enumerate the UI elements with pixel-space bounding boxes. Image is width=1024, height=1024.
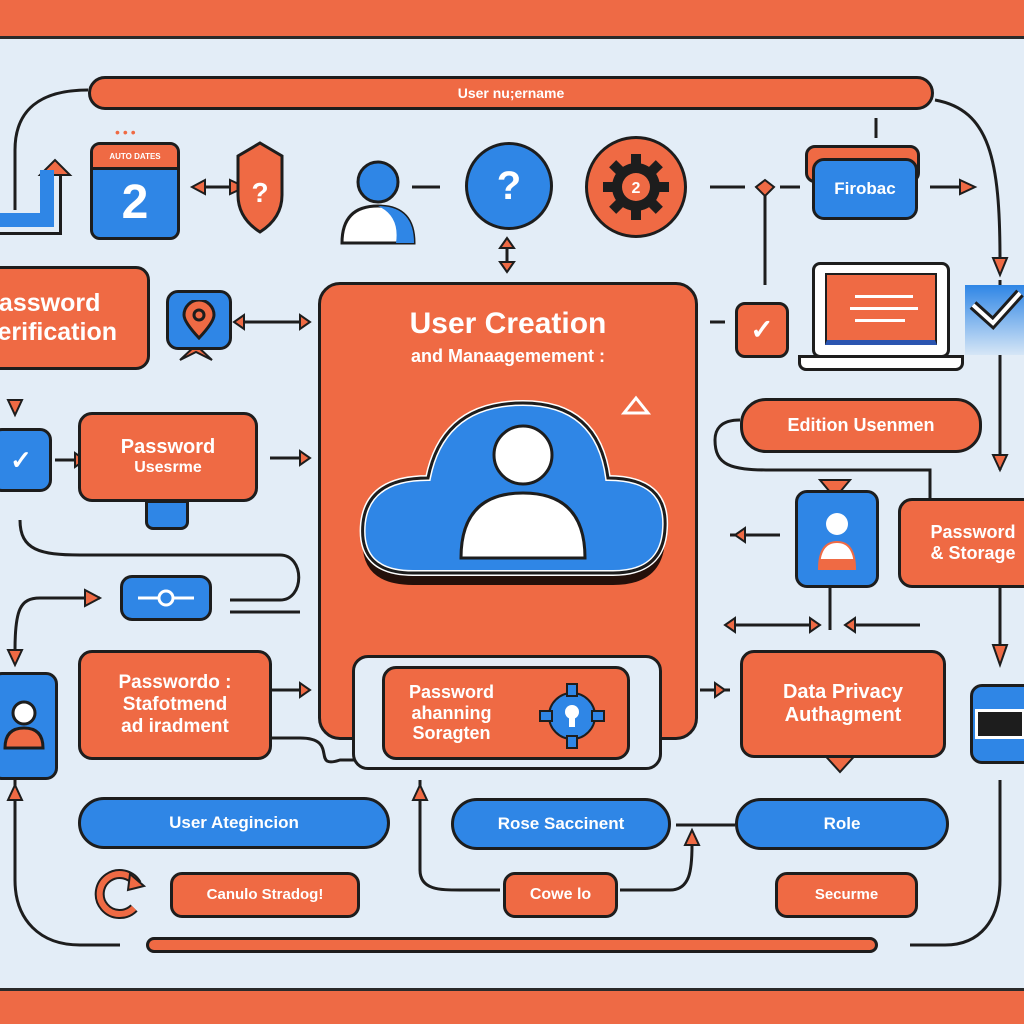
help-circle-icon[interactable]: ? bbox=[465, 142, 553, 230]
svg-text:2: 2 bbox=[632, 180, 641, 197]
gear-icon: 2 bbox=[603, 154, 669, 220]
warning-triangle-icon bbox=[621, 395, 651, 415]
check-badge[interactable]: ✓ bbox=[735, 302, 789, 358]
help-glyph: ? bbox=[496, 163, 522, 208]
password-ahanning-line1: Password bbox=[409, 681, 495, 702]
password-statement-line3: ad iradment bbox=[121, 715, 229, 737]
user-avatar-icon bbox=[3, 700, 45, 750]
securme-label: Securme bbox=[814, 886, 879, 904]
data-privacy-box[interactable]: Data Privacy Authagment bbox=[740, 650, 946, 758]
checkmark-ribbon-icon bbox=[965, 285, 1024, 355]
cowe-lo-label: Cowe lo bbox=[529, 885, 592, 903]
data-privacy-line1: Data Privacy bbox=[782, 681, 904, 703]
return-arrow-shape bbox=[0, 170, 62, 235]
calendar-day: 2 bbox=[121, 176, 149, 229]
laptop-icon[interactable] bbox=[812, 262, 950, 358]
firebase-box[interactable]: Firobac bbox=[812, 158, 918, 220]
user-avatar-icon bbox=[817, 513, 857, 570]
password-statement-box[interactable]: Passwordo : Stafotmend ad iradment bbox=[78, 650, 272, 760]
shield-icon[interactable]: ? bbox=[235, 140, 285, 235]
checkmark-tile[interactable]: ✓ bbox=[0, 428, 52, 492]
more-dots-icon: ••• bbox=[115, 124, 139, 140]
user-ategincion-label: User Ategincion bbox=[169, 813, 299, 832]
user-card-icon[interactable] bbox=[795, 490, 879, 588]
password-username-box[interactable]: Password Usesrme bbox=[78, 412, 258, 502]
canulo-stradog-label: Canulo Stradog! bbox=[206, 886, 324, 904]
central-panel-title: User Creation bbox=[409, 307, 607, 340]
refresh-icon[interactable] bbox=[92, 866, 148, 922]
data-privacy-line2: Authagment bbox=[784, 704, 902, 726]
firebase-label: Firobac bbox=[834, 179, 896, 198]
password-storage-box[interactable]: Password & Storage bbox=[898, 498, 1024, 588]
chevron-check-icon: ✓ bbox=[750, 313, 774, 345]
password-username-line1: Password bbox=[120, 436, 216, 459]
gear-badge-icon[interactable]: 2 bbox=[585, 136, 687, 238]
password-ahanning-line2: ahanning bbox=[411, 702, 492, 723]
edition-username-button[interactable]: Edition Usenmen bbox=[740, 398, 982, 453]
password-statement-line2: Stafotmend bbox=[122, 694, 228, 716]
user-ategincion-button[interactable]: User Ategincion bbox=[78, 797, 390, 849]
location-pin-icon[interactable] bbox=[166, 290, 232, 350]
calendar-widget[interactable]: AUTO DATES 2 bbox=[90, 142, 180, 240]
laptop-base bbox=[798, 355, 964, 371]
toggle-slider[interactable] bbox=[120, 575, 212, 621]
checkmark-icon: ✓ bbox=[10, 444, 32, 475]
cowe-lo-button[interactable]: Cowe lo bbox=[503, 872, 618, 918]
password-ahanning-box[interactable]: Password ahanning Soragten bbox=[382, 666, 630, 760]
connector-tab bbox=[145, 500, 189, 530]
edition-username-label: Edition Usenmen bbox=[787, 415, 935, 436]
gear-key-icon bbox=[539, 683, 605, 749]
role-button[interactable]: Role bbox=[735, 798, 949, 850]
securme-button[interactable]: Securme bbox=[775, 872, 918, 918]
password-ahanning-line3: Soragten bbox=[412, 723, 491, 744]
central-panel-subtitle: and Manaagemement : bbox=[410, 345, 606, 366]
slider-knob-icon bbox=[138, 589, 194, 607]
bottom-progress-bar bbox=[146, 937, 878, 953]
password-verification-line1: Password bbox=[0, 289, 101, 318]
password-username-line2: Usesrme bbox=[134, 459, 202, 477]
cloud-user-icon[interactable] bbox=[353, 383, 673, 593]
user-username-label: User nu;ername bbox=[457, 84, 565, 101]
rose-saccinent-label: Rose Saccinent bbox=[497, 814, 625, 833]
password-verification-line2: Verification bbox=[0, 318, 117, 346]
user-username-bar[interactable]: User nu;ername bbox=[88, 76, 934, 110]
user-icon[interactable] bbox=[338, 158, 418, 246]
password-verification-box[interactable]: Password Verification bbox=[0, 266, 150, 370]
user-profile-tile[interactable] bbox=[0, 672, 58, 780]
inbox-tray-icon[interactable] bbox=[970, 684, 1024, 764]
calendar-header: AUTO DATES bbox=[93, 145, 177, 170]
canulo-stradog-button[interactable]: Canulo Stradog! bbox=[170, 872, 360, 918]
rose-saccinent-button[interactable]: Rose Saccinent bbox=[451, 798, 671, 850]
password-storage-line2: & Storage bbox=[930, 543, 1016, 563]
role-label: Role bbox=[823, 814, 861, 833]
password-statement-line1: Passwordo : bbox=[118, 672, 232, 694]
svg-text:?: ? bbox=[251, 177, 268, 208]
password-storage-line1: Password bbox=[930, 522, 1016, 543]
